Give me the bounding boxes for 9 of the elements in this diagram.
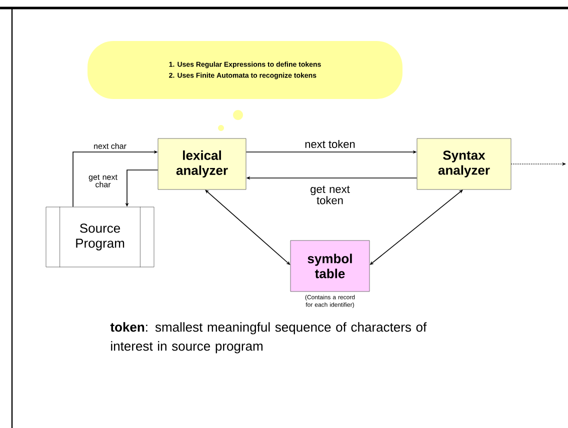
edge-label: get next token (310, 186, 350, 204)
edge-label: get next char (88, 174, 118, 188)
source-box: Source Program (46, 206, 154, 268)
process-box: lexical analyzer (158, 138, 246, 190)
process-box: Syntax analyzer (416, 138, 512, 190)
edge-label: next token (305, 140, 355, 148)
edge-label: next char (94, 143, 126, 149)
definition-text: token: smallest meaningful sequence of characters of interest in source program (110, 322, 427, 354)
table-box: symbol table (290, 240, 370, 292)
